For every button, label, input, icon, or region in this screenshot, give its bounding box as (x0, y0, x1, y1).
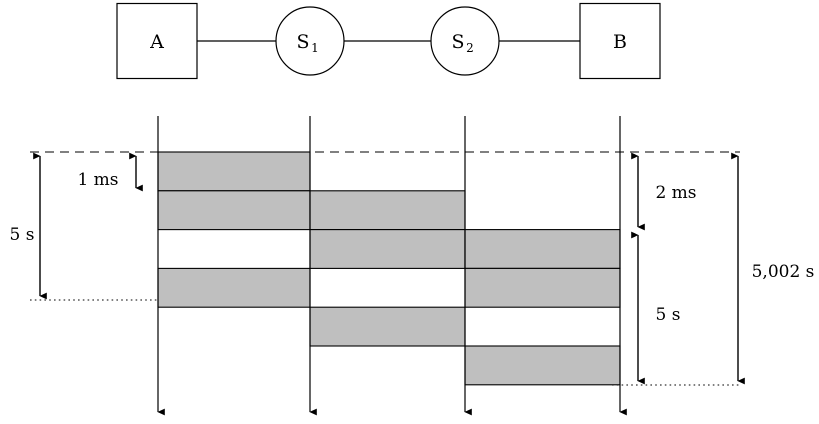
packet-block (464, 267, 621, 308)
node-a[interactable]: A (116, 2, 198, 80)
measure-end-to-end-5002s: 5,002 s (731, 152, 815, 385)
measure-queueing-5s: 5 s (631, 231, 681, 385)
node-a-label: A (149, 31, 164, 53)
guide-lines (30, 151, 740, 386)
measure-propagation-2ms: 2 ms (631, 152, 697, 231)
node-s2-subscript: 2 (466, 41, 474, 55)
node-a-box[interactable] (116, 2, 198, 80)
node-b-label: B (613, 31, 627, 53)
packet-block (464, 229, 621, 269)
node-b[interactable]: B (579, 2, 661, 80)
packet-block (157, 190, 311, 231)
node-s1-circle[interactable] (275, 6, 345, 76)
measure-queueing-5s-label: 5 s (656, 305, 681, 325)
timeline-axes (157, 116, 627, 416)
measure-propagation-2ms-label: 2 ms (655, 183, 696, 203)
measure-transmission-1ms: 1 ms (77, 152, 143, 192)
measurement-annotations: 5 s 1 ms 2 ms 5 s 5,002 s (10, 152, 815, 385)
measure-transmission-1ms-label: 1 ms (77, 170, 118, 190)
node-s1-label: S (296, 31, 309, 53)
measure-left-total-5s-label: 5 s (10, 225, 35, 245)
packet-block (157, 267, 311, 308)
packet-block (157, 151, 311, 192)
packet-block (309, 306, 466, 347)
packet-blocks-layer (157, 151, 621, 386)
node-s2[interactable]: S 2 (430, 6, 500, 76)
node-s2-circle[interactable] (430, 6, 500, 76)
measure-left-total-5s: 5 s (10, 152, 47, 300)
packet-block (464, 345, 621, 386)
node-s2-label: S (451, 31, 464, 53)
node-s1-subscript: 1 (311, 41, 319, 55)
node-b-box[interactable] (579, 2, 661, 80)
timing-diagram: 5 s 1 ms 2 ms 5 s 5,002 s (10, 116, 815, 416)
packet-block (309, 229, 466, 269)
packet-block (309, 190, 466, 231)
network-topology: A S 1 S 2 B (116, 2, 661, 80)
node-s1[interactable]: S 1 (275, 6, 345, 76)
measure-end-to-end-5002s-label: 5,002 s (752, 262, 815, 282)
